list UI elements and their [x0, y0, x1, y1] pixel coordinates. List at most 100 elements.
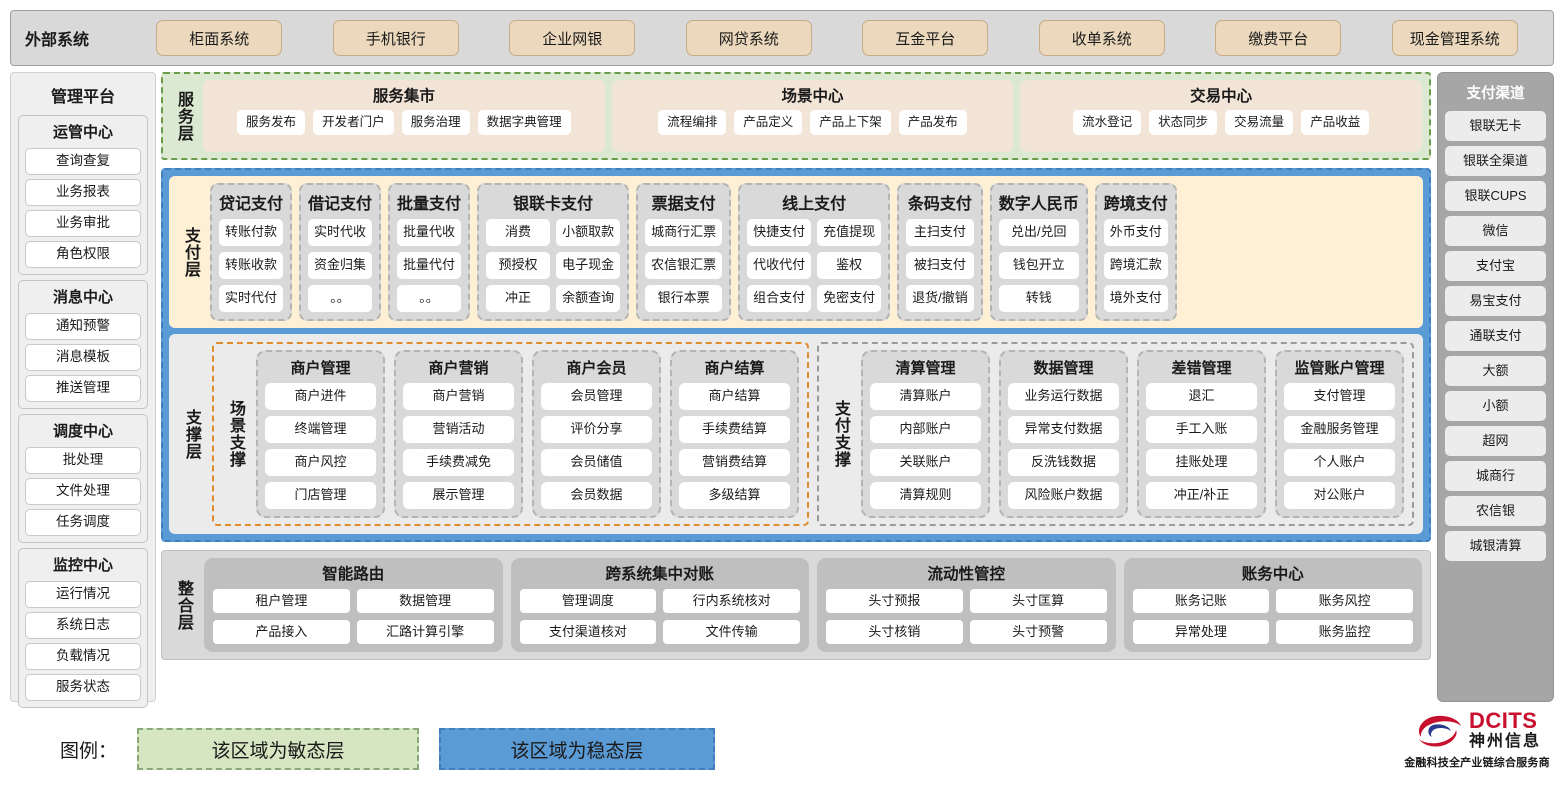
payment-chip[interactable]: 充值提现: [817, 219, 882, 246]
integration-chip[interactable]: 头寸核销: [826, 620, 963, 644]
service-chip[interactable]: 开发者门户: [313, 110, 394, 135]
service-chip[interactable]: 数据字典管理: [477, 110, 571, 135]
payment-channel-item[interactable]: 农信银: [1445, 496, 1546, 526]
support-chip[interactable]: 会员管理: [541, 383, 652, 410]
payment-channel-item[interactable]: 银联CUPS: [1445, 181, 1546, 211]
support-chip[interactable]: 商户风控: [265, 449, 376, 476]
support-chip[interactable]: 个人账户: [1284, 449, 1395, 476]
payment-chip[interactable]: 主扫支付: [906, 219, 974, 246]
payment-chip[interactable]: 。。: [308, 285, 373, 312]
support-chip[interactable]: 营销费结算: [679, 449, 790, 476]
payment-chip[interactable]: 外币支付: [1103, 219, 1168, 246]
support-chip[interactable]: 挂账处理: [1146, 449, 1257, 476]
payment-chip[interactable]: 余额查询: [556, 285, 621, 312]
support-chip[interactable]: 终端管理: [265, 416, 376, 443]
support-chip[interactable]: 风险账户数据: [1008, 482, 1119, 509]
management-item[interactable]: 推送管理: [25, 375, 141, 402]
support-chip[interactable]: 手续费减免: [403, 449, 514, 476]
support-chip[interactable]: 会员储值: [541, 449, 652, 476]
payment-chip[interactable]: 快捷支付: [747, 219, 812, 246]
integration-chip[interactable]: 租户管理: [213, 589, 350, 613]
support-chip[interactable]: 退汇: [1146, 383, 1257, 410]
support-chip[interactable]: 手续费结算: [679, 416, 790, 443]
payment-chip[interactable]: 城商行汇票: [645, 219, 723, 246]
integration-chip[interactable]: 账务监控: [1276, 620, 1413, 644]
payment-chip[interactable]: 银行本票: [645, 285, 723, 312]
integration-chip[interactable]: 账务记账: [1132, 589, 1270, 613]
support-chip[interactable]: 手工入账: [1146, 416, 1257, 443]
payment-chip[interactable]: 批量代付: [397, 252, 462, 279]
support-chip[interactable]: 冲正/补正: [1146, 482, 1257, 509]
external-system-chip[interactable]: 网贷系统: [685, 20, 812, 56]
external-system-chip[interactable]: 柜面系统: [156, 20, 283, 56]
service-chip[interactable]: 交易流量: [1225, 110, 1294, 135]
integration-chip[interactable]: 数据管理: [356, 589, 494, 613]
integration-chip[interactable]: 支付渠道核对: [519, 620, 657, 644]
external-system-chip[interactable]: 手机银行: [332, 20, 459, 56]
integration-chip[interactable]: 头寸匡算: [969, 589, 1107, 613]
payment-chip[interactable]: 退货/撤销: [906, 285, 974, 312]
management-item[interactable]: 系统日志: [25, 612, 141, 639]
payment-chip[interactable]: 被扫支付: [906, 252, 974, 279]
payment-chip[interactable]: 消费: [486, 219, 551, 246]
payment-channel-item[interactable]: 微信: [1445, 216, 1546, 246]
payment-channel-item[interactable]: 支付宝: [1445, 251, 1546, 281]
management-item[interactable]: 运行情况: [25, 581, 141, 608]
management-item[interactable]: 批处理: [25, 447, 141, 474]
management-item[interactable]: 查询查复: [25, 148, 141, 175]
integration-chip[interactable]: 汇路计算引擎: [356, 620, 494, 644]
support-chip[interactable]: 关联账户: [870, 449, 981, 476]
support-chip[interactable]: 内部账户: [870, 416, 981, 443]
integration-chip[interactable]: 管理调度: [519, 589, 657, 613]
payment-chip[interactable]: 。。: [397, 285, 462, 312]
service-chip[interactable]: 产品发布: [898, 110, 967, 135]
payment-chip[interactable]: 跨境汇款: [1103, 252, 1168, 279]
payment-channel-item[interactable]: 大额: [1445, 356, 1546, 386]
payment-channel-item[interactable]: 通联支付: [1445, 321, 1546, 351]
payment-chip[interactable]: 批量代收: [397, 219, 462, 246]
payment-channel-item[interactable]: 银联全渠道: [1445, 146, 1546, 176]
service-chip[interactable]: 流水登记: [1073, 110, 1142, 135]
payment-chip[interactable]: 冲正: [486, 285, 551, 312]
external-system-chip[interactable]: 现金管理系统: [1391, 20, 1518, 56]
support-chip[interactable]: 反洗钱数据: [1008, 449, 1119, 476]
service-chip[interactable]: 服务发布: [237, 110, 306, 135]
support-chip[interactable]: 异常支付数据: [1008, 416, 1119, 443]
support-chip[interactable]: 业务运行数据: [1008, 383, 1119, 410]
support-chip[interactable]: 会员数据: [541, 482, 652, 509]
payment-chip[interactable]: 电子现金: [556, 252, 621, 279]
integration-chip[interactable]: 产品接入: [213, 620, 350, 644]
management-item[interactable]: 服务状态: [25, 674, 141, 701]
management-item[interactable]: 任务调度: [25, 509, 141, 536]
support-chip[interactable]: 支付管理: [1284, 383, 1395, 410]
payment-chip[interactable]: 钱包开立: [998, 252, 1079, 279]
payment-chip[interactable]: 实时代收: [308, 219, 373, 246]
service-chip[interactable]: 状态同步: [1149, 110, 1218, 135]
payment-chip[interactable]: 农信银汇票: [645, 252, 723, 279]
management-item[interactable]: 通知预警: [25, 313, 141, 340]
payment-chip[interactable]: 资金归集: [308, 252, 373, 279]
external-system-chip[interactable]: 收单系统: [1038, 20, 1165, 56]
payment-chip[interactable]: 小额取款: [556, 219, 621, 246]
integration-chip[interactable]: 文件传输: [663, 620, 800, 644]
management-item[interactable]: 角色权限: [25, 241, 141, 268]
payment-chip[interactable]: 预授权: [486, 252, 551, 279]
integration-chip[interactable]: 头寸预报: [826, 589, 963, 613]
support-chip[interactable]: 对公账户: [1284, 482, 1395, 509]
support-chip[interactable]: 门店管理: [265, 482, 376, 509]
payment-chip[interactable]: 代收代付: [747, 252, 812, 279]
integration-chip[interactable]: 异常处理: [1132, 620, 1270, 644]
support-chip[interactable]: 营销活动: [403, 416, 514, 443]
management-item[interactable]: 业务审批: [25, 210, 141, 237]
external-system-chip[interactable]: 企业网银: [509, 20, 636, 56]
integration-chip[interactable]: 行内系统核对: [663, 589, 800, 613]
payment-channel-item[interactable]: 超网: [1445, 426, 1546, 456]
service-chip[interactable]: 产品收益: [1301, 110, 1370, 135]
payment-channel-item[interactable]: 银联无卡: [1445, 111, 1546, 141]
service-chip[interactable]: 服务治理: [401, 110, 470, 135]
payment-chip[interactable]: 实时代付: [219, 285, 284, 312]
service-chip[interactable]: 流程编排: [658, 110, 727, 135]
external-system-chip[interactable]: 互金平台: [862, 20, 989, 56]
support-chip[interactable]: 商户进件: [265, 383, 376, 410]
integration-chip[interactable]: 账务风控: [1276, 589, 1413, 613]
